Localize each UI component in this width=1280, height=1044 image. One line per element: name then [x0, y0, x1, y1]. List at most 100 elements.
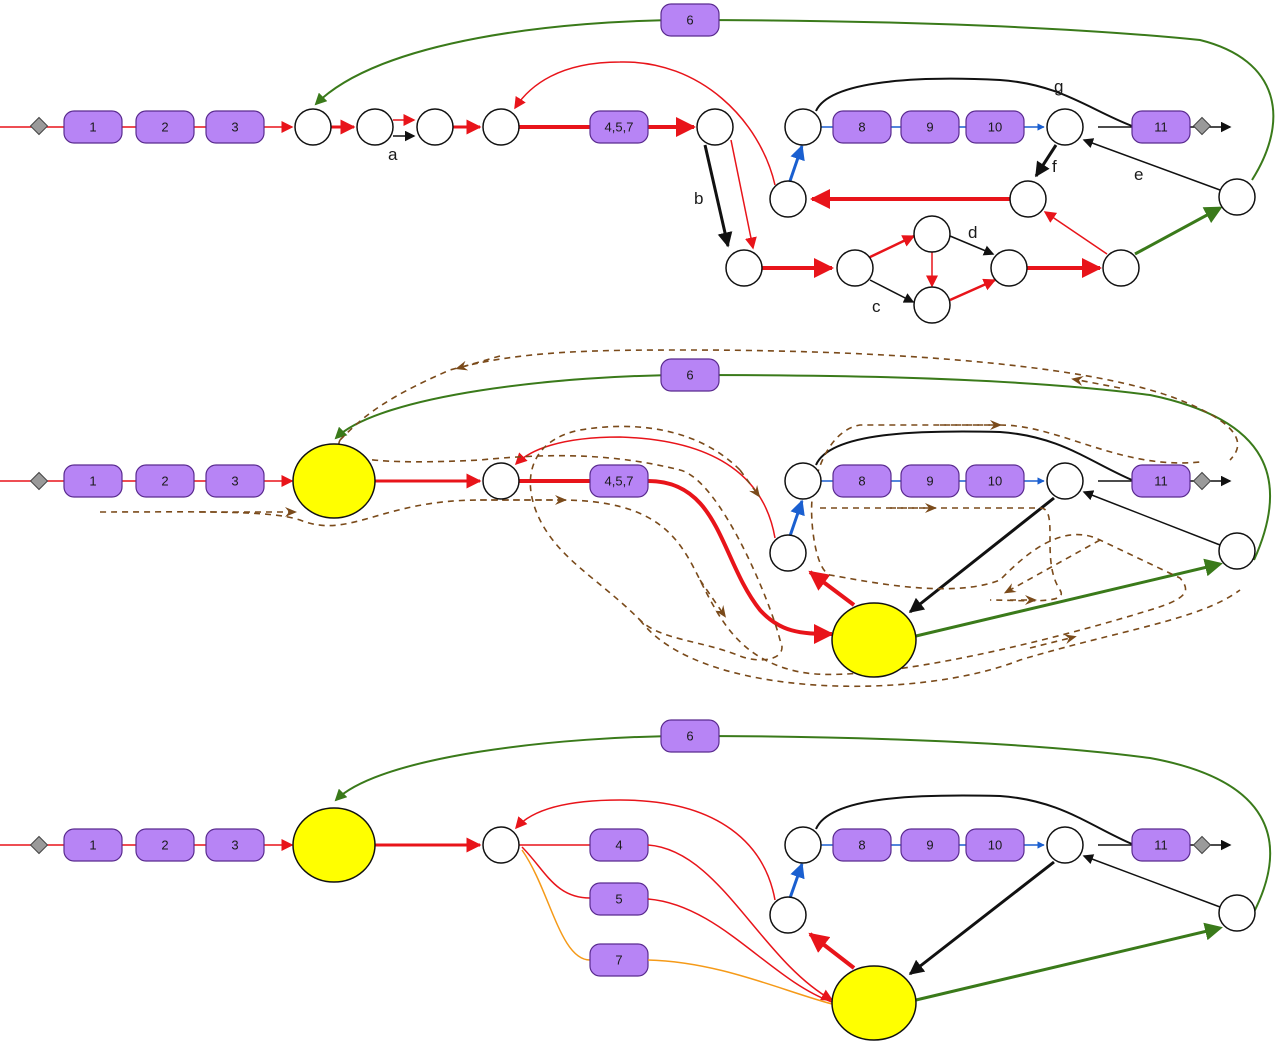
graph-node: [913, 215, 951, 253]
segment-7: 7: [589, 943, 649, 977]
edge-blue: [788, 499, 805, 537]
segment-9: 9: [900, 464, 960, 498]
edge-g: [815, 794, 1133, 845]
segment-5: 5: [589, 882, 649, 916]
panel-middle: 1 2 3 6 4,5,7 8 9 10 11: [0, 349, 1272, 688]
graph-node: [836, 249, 874, 287]
edge-red: [647, 844, 834, 1001]
segment-3: 3: [205, 464, 265, 498]
svg-text:10: 10: [988, 120, 1002, 135]
edge-d: [949, 235, 995, 256]
edge-red-back: [514, 61, 776, 186]
end-terminal-icon: [1192, 471, 1212, 491]
svg-text:4,5,7: 4,5,7: [605, 474, 634, 489]
segment-9: 9: [900, 110, 960, 144]
svg-text:6: 6: [686, 729, 693, 744]
svg-text:3: 3: [231, 838, 238, 853]
graph-node: [356, 108, 394, 146]
edge-red-thick: [647, 479, 834, 644]
edge-red: [730, 139, 757, 250]
svg-text:8: 8: [858, 474, 865, 489]
segment-457: 4,5,7: [589, 464, 649, 498]
edge-label-a: a: [388, 145, 398, 164]
svg-text:6: 6: [686, 13, 693, 28]
end-terminal-icon: [1192, 835, 1212, 855]
svg-text:9: 9: [926, 838, 933, 853]
edge-orange: [647, 959, 833, 1005]
svg-text:1: 1: [89, 120, 96, 135]
walk-path-arrow: [1029, 634, 1077, 649]
walk-path: [99, 499, 560, 527]
graph-node: [769, 896, 807, 934]
segment-11: 11: [1131, 110, 1191, 144]
svg-text:10: 10: [988, 838, 1002, 853]
graph-node: [990, 249, 1028, 287]
edge-e: [1082, 854, 1221, 908]
end-terminal-icon: [1192, 116, 1212, 136]
graph-node: [784, 826, 822, 864]
svg-text:1: 1: [89, 474, 96, 489]
edge-red: [867, 234, 916, 260]
edge-green-loop: [334, 734, 1272, 913]
graph-node: [769, 534, 807, 572]
edge-f: [908, 496, 1055, 614]
edge-orange: [521, 849, 591, 961]
graph-node: [696, 108, 734, 146]
graph-node: [482, 462, 520, 500]
walk-path: [337, 425, 783, 661]
graph-node: [784, 108, 822, 146]
edge-b: [703, 144, 733, 248]
svg-text:4: 4: [615, 838, 622, 853]
edge-red: [521, 846, 591, 899]
collapsed-node: [831, 602, 917, 678]
collapsed-node: [292, 807, 376, 883]
graph-node: [482, 826, 520, 864]
segment-11: 11: [1131, 464, 1191, 498]
graph-node: [1218, 532, 1256, 570]
svg-text:6: 6: [686, 368, 693, 383]
graph-node: [416, 108, 454, 146]
walk-path-arrow: [699, 579, 726, 618]
walk-path-arrow: [739, 469, 761, 498]
graph-node: [1218, 894, 1256, 932]
graph-node: [294, 108, 332, 146]
segment-1: 1: [63, 110, 123, 144]
svg-text:2: 2: [161, 120, 168, 135]
segment-1: 1: [63, 828, 123, 862]
walk-path: [999, 424, 1201, 464]
svg-text:3: 3: [231, 474, 238, 489]
svg-text:3: 3: [231, 120, 238, 135]
edge-green: [915, 922, 1223, 1002]
svg-text:2: 2: [161, 474, 168, 489]
panel-bottom: 1 2 3 6 4 5 7 8 9 10 11: [0, 719, 1272, 1041]
collapsed-node: [292, 443, 376, 519]
edge-green: [1134, 206, 1223, 256]
segment-6: 6: [660, 3, 720, 37]
graph-node: [784, 462, 822, 500]
start-terminal-icon: [29, 471, 49, 491]
edge-red: [1043, 211, 1108, 255]
walk-path-arrow: [1003, 539, 1101, 594]
edge-blue: [788, 862, 805, 899]
svg-text:2: 2: [161, 838, 168, 853]
segment-3: 3: [205, 828, 265, 862]
segment-11: 11: [1131, 828, 1191, 862]
walk-path: [639, 589, 1241, 688]
edge-green: [915, 558, 1223, 638]
edge-red: [949, 278, 997, 302]
edge-g: [815, 430, 1133, 481]
svg-text:4,5,7: 4,5,7: [605, 120, 634, 135]
segment-10: 10: [965, 464, 1025, 498]
graph-node: [1046, 826, 1084, 864]
edge-label-e: e: [1134, 165, 1143, 184]
graph-node: [769, 180, 807, 218]
collapsed-node: [831, 965, 917, 1041]
segment-6: 6: [660, 719, 720, 753]
edge-red-thick: [808, 932, 856, 970]
svg-text:9: 9: [926, 120, 933, 135]
edge-f: [908, 860, 1055, 976]
segment-2: 2: [135, 464, 195, 498]
edge-red-back: [515, 799, 776, 901]
walk-path-arrow: [1071, 376, 1121, 389]
edge-e: [1082, 490, 1221, 546]
